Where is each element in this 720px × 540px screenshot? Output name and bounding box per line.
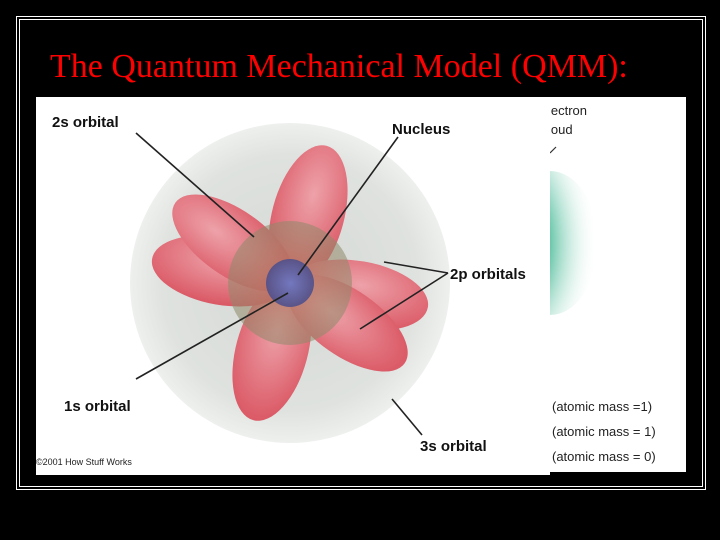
electron-cloud-figure: lectron loud (atomic mass =1) (atomic ma… bbox=[550, 97, 686, 472]
slide-border-inner bbox=[19, 19, 703, 487]
leader-lines bbox=[135, 132, 449, 436]
label-3s-orbital: 3s orbital bbox=[420, 438, 487, 455]
electron-cloud-illustration bbox=[550, 146, 598, 315]
atomic-mass-row-3: (atomic mass = 0) bbox=[552, 449, 656, 464]
nucleus-shape bbox=[266, 259, 314, 307]
label-2p-orbitals: 2p orbitals bbox=[450, 266, 526, 283]
label-nucleus: Nucleus bbox=[392, 121, 451, 138]
orbital-diagram: 2s orbital Nucleus 2p orbitals 1s orbita… bbox=[36, 97, 550, 475]
label-1s-orbital: 1s orbital bbox=[64, 398, 131, 415]
label-2s-orbital: 2s orbital bbox=[52, 114, 119, 131]
atomic-mass-row-2: (atomic mass = 1) bbox=[552, 424, 656, 439]
cloud-label-line1: lectron bbox=[550, 103, 588, 118]
slide-border-outer bbox=[16, 16, 706, 490]
slide-title: The Quantum Mechanical Model (QMM): bbox=[50, 48, 628, 85]
atomic-mass-row-1: (atomic mass =1) bbox=[552, 399, 653, 414]
cloud-pointer-line bbox=[550, 146, 557, 154]
cloud-label-line2: loud bbox=[550, 122, 573, 137]
image-credit: ©2001 How Stuff Works bbox=[36, 457, 132, 467]
orbital-illustration bbox=[130, 123, 450, 443]
electron-cloud-shape bbox=[550, 171, 598, 315]
